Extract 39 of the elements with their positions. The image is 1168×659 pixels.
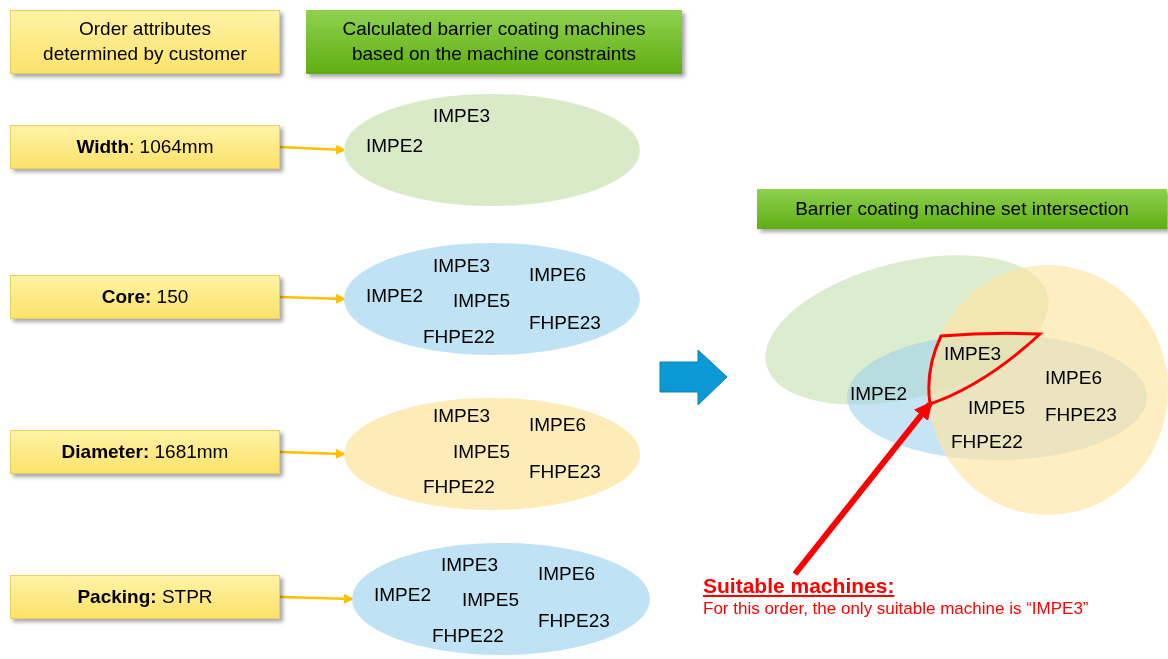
arrow: [279, 448, 346, 459]
machine-name: IMPE2: [850, 384, 908, 403]
machine-name: IMPE3: [433, 406, 491, 425]
machine-name: IMPE6: [538, 564, 596, 583]
machine-name: IMPE3: [441, 555, 499, 574]
arrow: [279, 293, 346, 304]
machine-name: FHPE22: [432, 626, 504, 645]
machine-name: FHPE23: [1045, 405, 1117, 424]
attribute-box: Core: 150: [10, 275, 280, 319]
machine-name: IMPE6: [529, 415, 587, 434]
machine-name: FHPE23: [529, 462, 601, 481]
machine-name: IMPE2: [374, 585, 432, 604]
machine-name: IMPE2: [366, 136, 424, 155]
machine-name: IMPE3: [433, 256, 491, 275]
header-box: Barrier coating machine set intersection: [757, 189, 1167, 229]
annotation-heading: Suitable machines:: [703, 574, 895, 598]
attribute-box: Diameter: 1681mm: [10, 430, 280, 474]
machine-name: FHPE22: [951, 432, 1023, 451]
annotation-text: For this order, the only suitable machine is “IMPE3”: [703, 598, 1090, 620]
machine-name: IMPE6: [529, 265, 587, 284]
machine-name: FHPE22: [423, 327, 495, 346]
machine-name: FHPE23: [538, 611, 610, 630]
machine-name: IMPE6: [1045, 368, 1103, 387]
header-box: Calculated barrier coating machines based on the machine constraints: [306, 10, 682, 74]
machine-name: IMPE5: [453, 442, 511, 461]
arrow: [279, 144, 346, 155]
machine-name: IMPE5: [462, 590, 520, 609]
machine-name: IMPE2: [366, 286, 424, 305]
machine-name: IMPE5: [453, 291, 511, 310]
machine-name: FHPE22: [423, 477, 495, 496]
arrow: [279, 593, 354, 604]
attribute-box: Width: 1064mm: [10, 125, 280, 169]
machine-name: IMPE3: [944, 344, 1002, 363]
machine-name: IMPE3: [433, 106, 491, 125]
header-box: Order attributes determined by customer: [10, 10, 280, 74]
machine-name: FHPE23: [529, 313, 601, 332]
machine-name: IMPE5: [968, 398, 1026, 417]
arrow: [792, 401, 933, 576]
attribute-box: Packing: STPR: [10, 575, 280, 619]
